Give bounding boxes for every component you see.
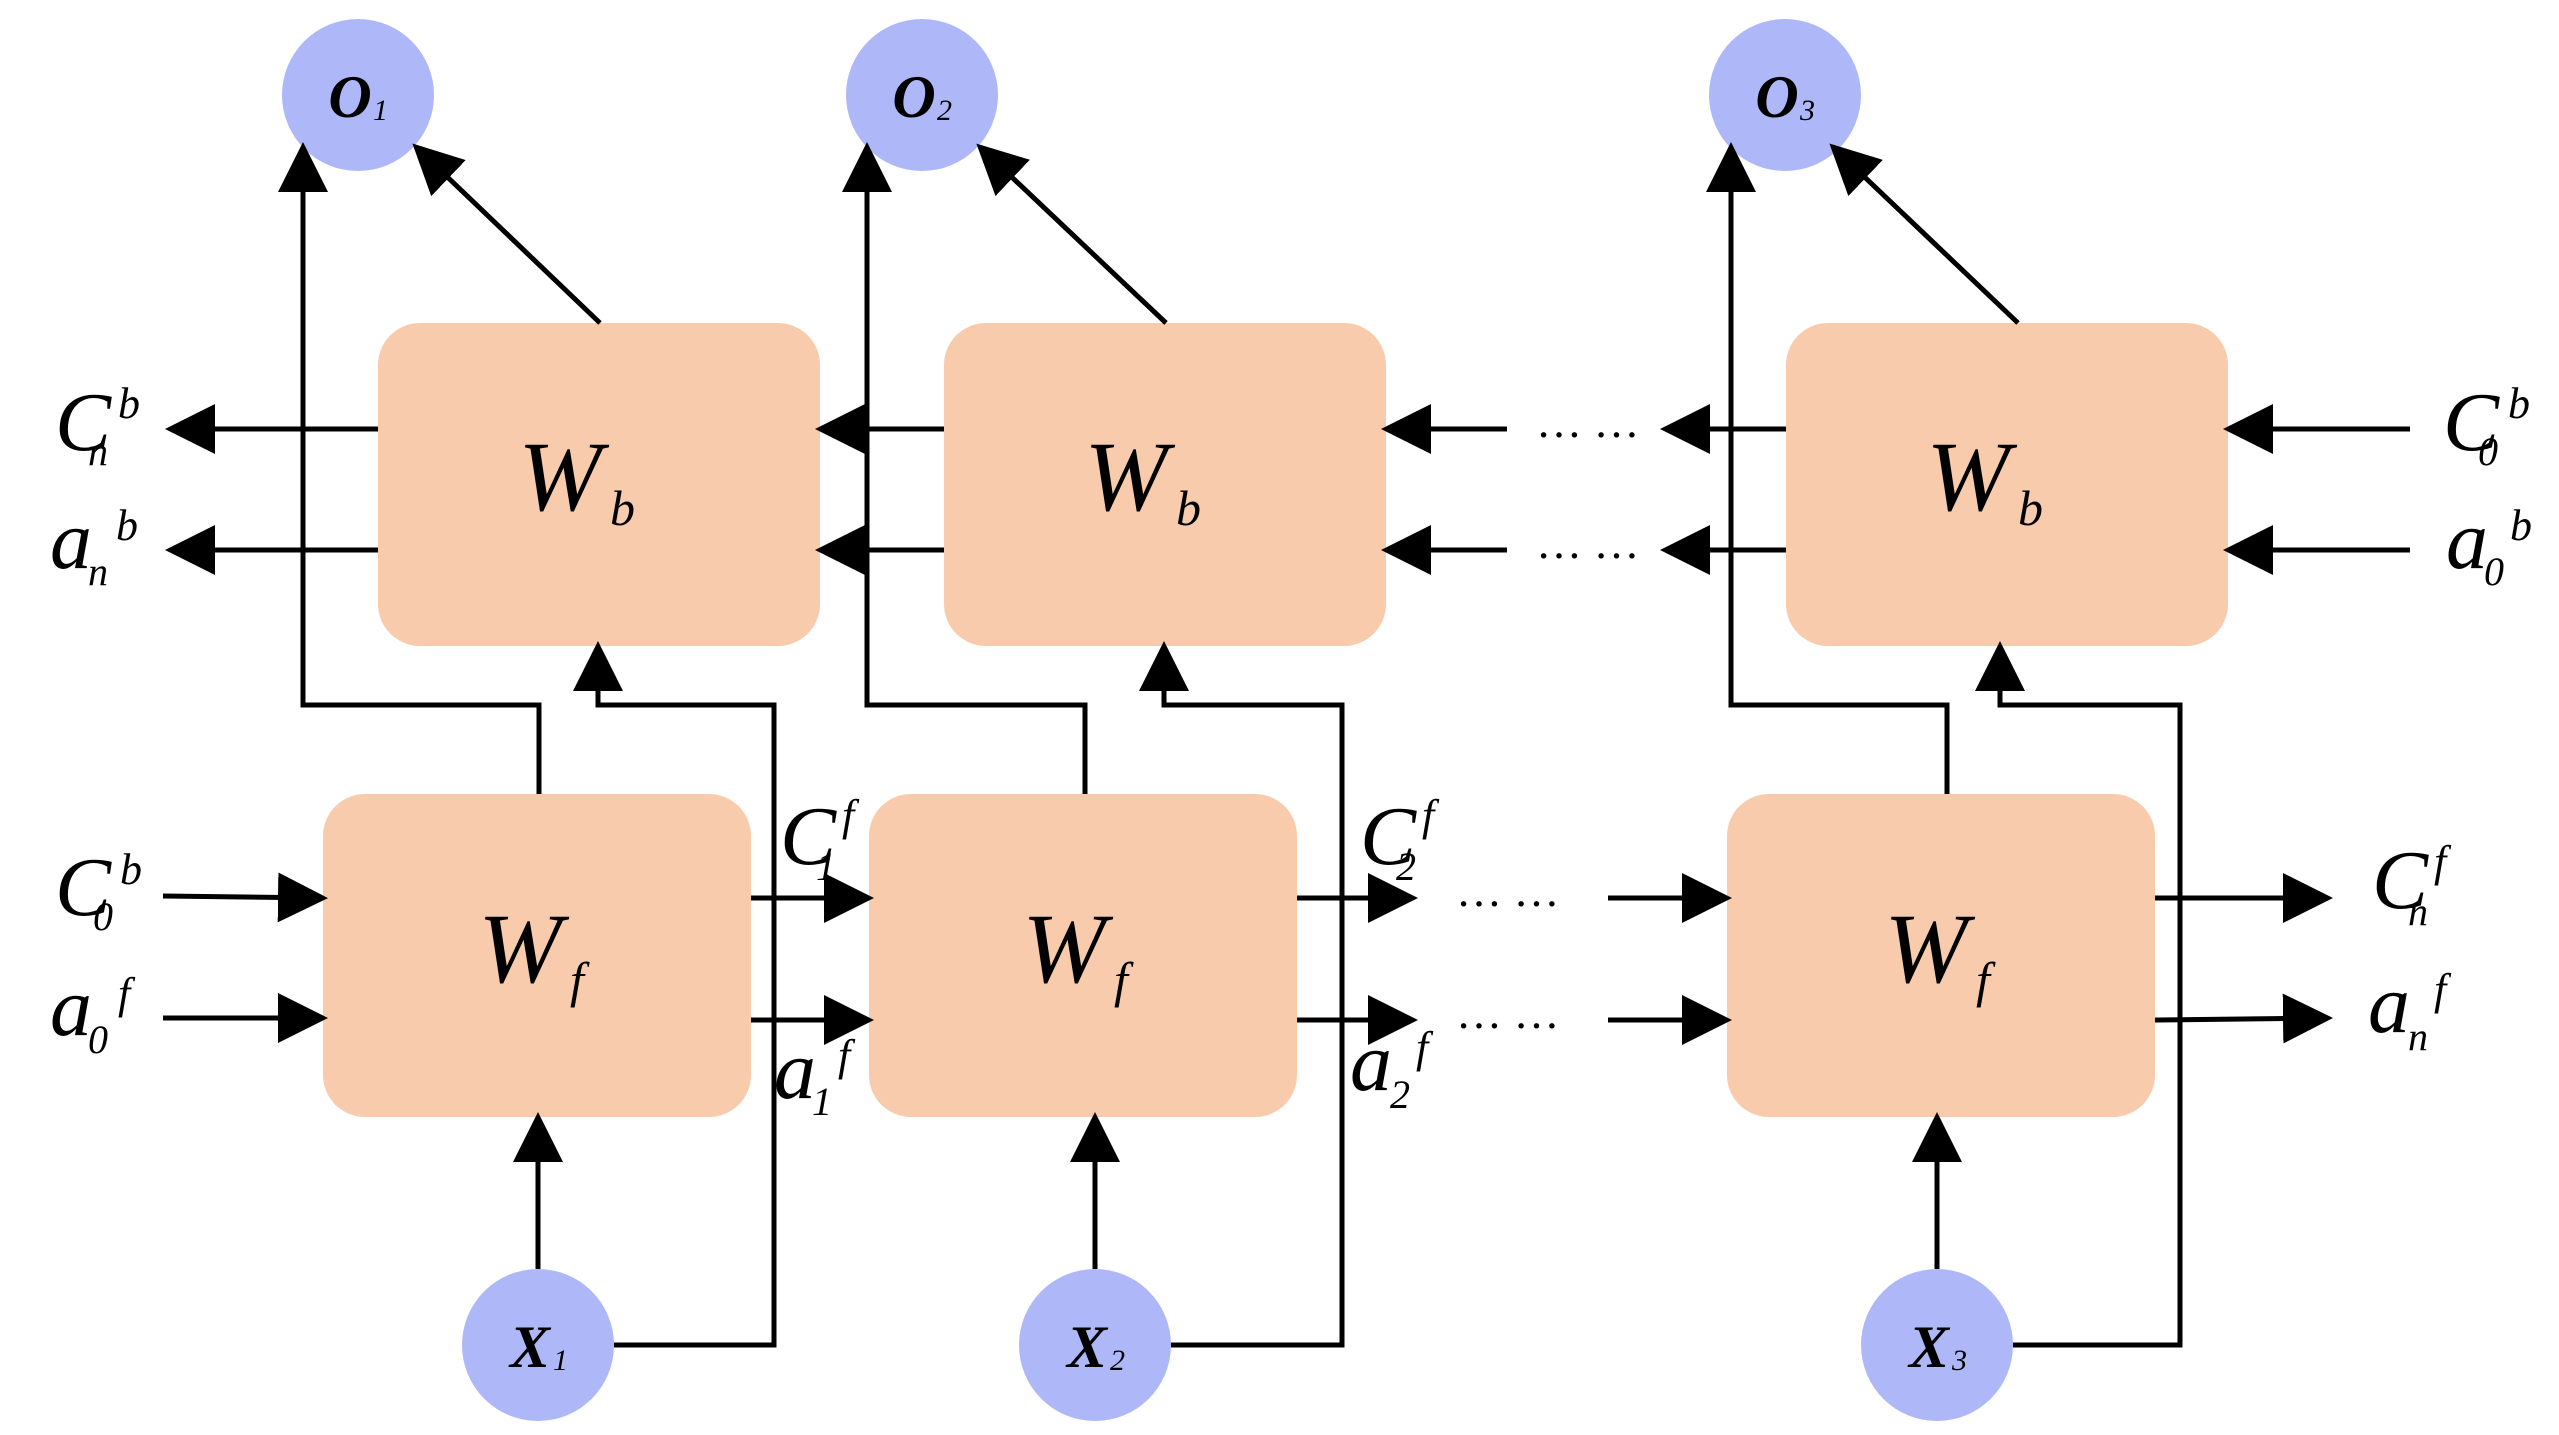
svg-text:C: C: [2372, 834, 2429, 927]
label-right-backward-a: a 0 b: [2446, 494, 2532, 594]
svg-text:f: f: [118, 969, 136, 1018]
arrow-forward-c-in: [162, 872, 328, 923]
svg-text:a: a: [2446, 494, 2488, 587]
svg-text:0: 0: [2484, 549, 2504, 594]
output-node-2: O 2: [846, 19, 998, 171]
output-node-1-label: O: [328, 64, 371, 130]
svg-text:b: b: [2508, 379, 2530, 428]
path-input-2-to-backward-2: [1139, 641, 1345, 1348]
svg-text:2: 2: [1396, 844, 1416, 889]
label-c1f: C 1 f: [780, 790, 860, 889]
label-right-backward-c: C 0 b: [2443, 376, 2530, 474]
forward-cell-1: W f: [323, 794, 751, 1117]
label-right-forward-a: a n f: [2368, 958, 2452, 1059]
svg-text:f: f: [838, 1031, 856, 1080]
svg-text:1: 1: [816, 844, 836, 889]
svg-text:a: a: [50, 494, 92, 587]
input-node-3-sub: 3: [1951, 1344, 1967, 1377]
label-a2f: a 2 f: [1350, 1016, 1434, 1117]
label-left-forward-a: a 0 f: [50, 961, 136, 1062]
input-node-1: X 1: [462, 1269, 614, 1421]
path-forward-2-to-output-2: [842, 142, 1088, 794]
svg-text:n: n: [2408, 1014, 2428, 1059]
svg-text:n: n: [2408, 889, 2428, 934]
svg-text:n: n: [88, 429, 108, 474]
svg-text:0: 0: [93, 894, 113, 939]
backward-cell-2-sub: b: [1176, 480, 1201, 536]
arrow-backward-1-to-output-1: [412, 143, 602, 325]
backward-cell-3-label: W: [1926, 421, 2017, 532]
svg-text:n: n: [88, 549, 108, 594]
svg-text:b: b: [2510, 501, 2532, 550]
ellipsis-backward-c: … …: [1536, 396, 1640, 447]
forward-cell-2-label: W: [1022, 893, 1113, 1004]
arrow-backward-3-to-output-3: [1829, 143, 2020, 325]
input-node-2-label: X: [1065, 1314, 1109, 1380]
svg-text:f: f: [842, 791, 860, 840]
svg-text:0: 0: [2478, 429, 2498, 474]
output-node-3-label: O: [1755, 64, 1798, 130]
svg-text:0: 0: [88, 1017, 108, 1062]
label-c2f: C 2 f: [1360, 790, 1440, 889]
output-node-3-sub: 3: [1799, 94, 1815, 127]
output-node-3: O 3: [1709, 19, 1861, 171]
backward-cell-2-label: W: [1084, 421, 1175, 532]
connections: [162, 142, 2410, 1348]
svg-text:f: f: [2434, 837, 2452, 886]
input-node-3: X 3: [1861, 1269, 2013, 1421]
backward-cell-3: W b: [1786, 323, 2228, 646]
path-input-3-to-backward-3: [1975, 641, 2183, 1348]
input-node-3-label: X: [1907, 1314, 1951, 1380]
ellipsis-backward-a: … …: [1536, 517, 1640, 568]
svg-text:f: f: [1416, 1023, 1434, 1072]
backward-cell-3-sub: b: [2018, 480, 2043, 536]
svg-text:f: f: [2434, 965, 2452, 1014]
svg-text:C: C: [780, 790, 837, 883]
ellipsis-forward-c: … …: [1456, 865, 1560, 916]
input-node-1-sub: 1: [553, 1344, 568, 1377]
path-forward-1-to-output-1: [278, 142, 542, 794]
label-a1f: a 1 f: [774, 1024, 856, 1124]
path-forward-3-to-output-3: [1706, 142, 1950, 794]
svg-text:C: C: [2443, 376, 2500, 469]
forward-cell-3: W f: [1727, 794, 2155, 1117]
arrow-backward-2-to-output-2: [976, 143, 1168, 325]
svg-text:a: a: [1350, 1016, 1392, 1109]
output-node-2-label: O: [892, 64, 935, 130]
svg-text:C: C: [55, 376, 112, 469]
svg-text:C: C: [1360, 790, 1417, 883]
svg-text:1: 1: [812, 1079, 832, 1124]
svg-text:2: 2: [1390, 1072, 1410, 1117]
svg-text:f: f: [1422, 791, 1440, 840]
svg-text:a: a: [2368, 958, 2410, 1051]
label-left-backward-a: a n b: [50, 494, 138, 594]
svg-text:a: a: [50, 961, 92, 1054]
forward-cell-3-label: W: [1884, 893, 1975, 1004]
label-left-backward-c: C n b: [55, 376, 140, 474]
forward-cell-2: W f: [869, 794, 1297, 1117]
input-node-2-sub: 2: [1110, 1344, 1125, 1377]
svg-text:b: b: [116, 501, 138, 550]
backward-cell-1: W b: [378, 323, 820, 646]
forward-cell-1-label: W: [478, 893, 569, 1004]
backward-cell-1-sub: b: [610, 480, 635, 536]
ellipsis-forward-a: … …: [1456, 987, 1560, 1038]
label-left-forward-c: C 0 b: [55, 841, 142, 939]
output-node-2-sub: 2: [937, 94, 952, 127]
output-node-1: O 1: [282, 19, 434, 171]
input-node-2: X 2: [1019, 1269, 1171, 1421]
input-node-1-label: X: [508, 1314, 552, 1380]
svg-text:b: b: [118, 379, 140, 428]
svg-text:C: C: [55, 841, 112, 934]
svg-text:a: a: [774, 1024, 816, 1117]
output-node-1-sub: 1: [373, 94, 388, 127]
arrow-forward-a-out: [2154, 993, 2333, 1044]
backward-cell-1-label: W: [518, 421, 609, 532]
backward-cell-2: W b: [944, 323, 1386, 646]
path-input-1-to-backward-1: [573, 641, 777, 1348]
svg-text:b: b: [120, 845, 142, 894]
label-right-forward-c: C n f: [2372, 834, 2452, 934]
